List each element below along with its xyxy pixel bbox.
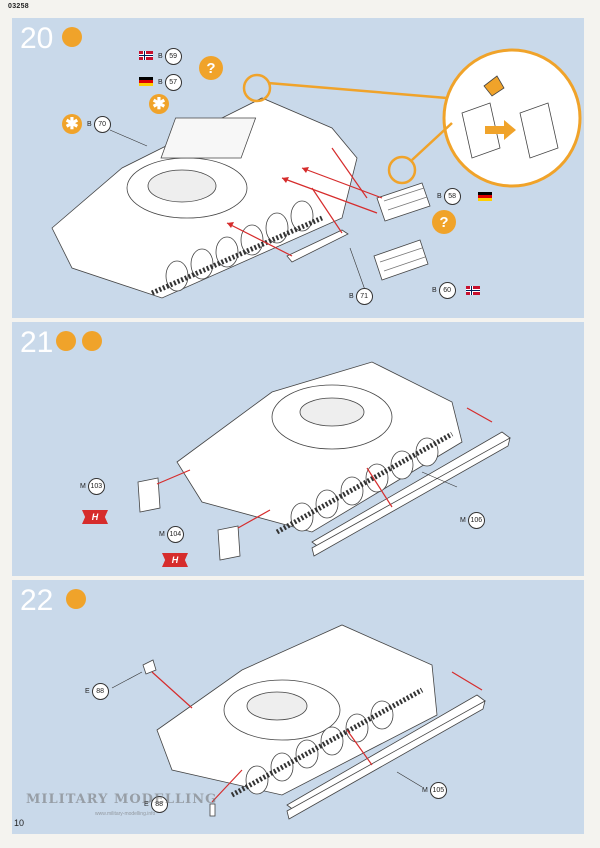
assembly-arrows [156, 407, 493, 529]
step-21-drawing [137, 361, 511, 561]
glue-icon [66, 589, 86, 609]
watermark-url: www.military-modelling.info [95, 811, 156, 817]
grille-part-60 [373, 239, 429, 281]
step-number: 21 [20, 326, 54, 359]
step-number: 22 [20, 584, 54, 617]
tank-hull [176, 361, 463, 533]
side-skirt-part-70-71 [286, 229, 349, 263]
road-wheels [150, 200, 324, 296]
watermark: MILITARY MODELLING [26, 792, 218, 807]
norway-flag-icon [139, 51, 153, 60]
asterisk-icon: ✱ [149, 94, 169, 114]
part-label-b57: B 57 [158, 74, 182, 91]
tank-hull [51, 97, 358, 299]
road-wheels [275, 431, 454, 535]
part-label-e88-top: E 88 [85, 683, 109, 700]
tank-hull [156, 624, 438, 796]
glue-icon [56, 331, 76, 351]
catalog-code: 03258 [8, 3, 29, 10]
part-label-m106: M 106 [460, 512, 485, 529]
step-22-drawing [111, 624, 486, 820]
part-label-m105: M 105 [422, 782, 447, 799]
step-20-drawing [51, 48, 582, 299]
detail-arrow [485, 120, 516, 140]
page-number: 10 [14, 818, 25, 828]
step-22-panel: 22 [12, 580, 584, 834]
part-label-b60: B 60 [432, 282, 456, 299]
road-wheels [230, 687, 424, 798]
question-icon: ? [432, 210, 456, 234]
detail-grilles [461, 75, 559, 159]
part-label-b58: B 58 [437, 188, 461, 205]
mudflap-part-104 [217, 525, 241, 561]
detail-circle [387, 155, 417, 185]
assembly-arrows [226, 147, 383, 257]
part-label-b71: B 71 [349, 288, 373, 305]
h-badge: H [82, 510, 108, 524]
h-badge: H [162, 553, 188, 567]
part-label-m104: M 104 [159, 526, 184, 543]
step-21-panel: 21 [12, 322, 584, 576]
step-20-panel: 20 [12, 18, 584, 318]
side-skirt-part-106 [311, 431, 511, 557]
germany-flag-icon [478, 192, 492, 201]
paint-brush-icon [82, 331, 102, 351]
grille-part-58 [376, 182, 431, 222]
mudflap-part-103 [137, 477, 161, 513]
small-part-e88 [142, 659, 216, 817]
norway-flag-icon [466, 286, 480, 295]
question-icon: ? [199, 56, 223, 80]
germany-flag-icon [139, 77, 153, 86]
asterisk-icon: ✱ [62, 114, 82, 134]
part-label-b59: B 59 [158, 48, 182, 65]
assembly-arrows [151, 671, 483, 803]
part-label-e88-bottom: E 88 [144, 796, 168, 813]
part-label-b70: B 70 [87, 116, 111, 133]
part-label-m103: M 103 [80, 478, 105, 495]
step-number: 20 [20, 22, 54, 55]
side-skirt-part-105 [286, 694, 486, 820]
glue-icon [62, 27, 82, 47]
